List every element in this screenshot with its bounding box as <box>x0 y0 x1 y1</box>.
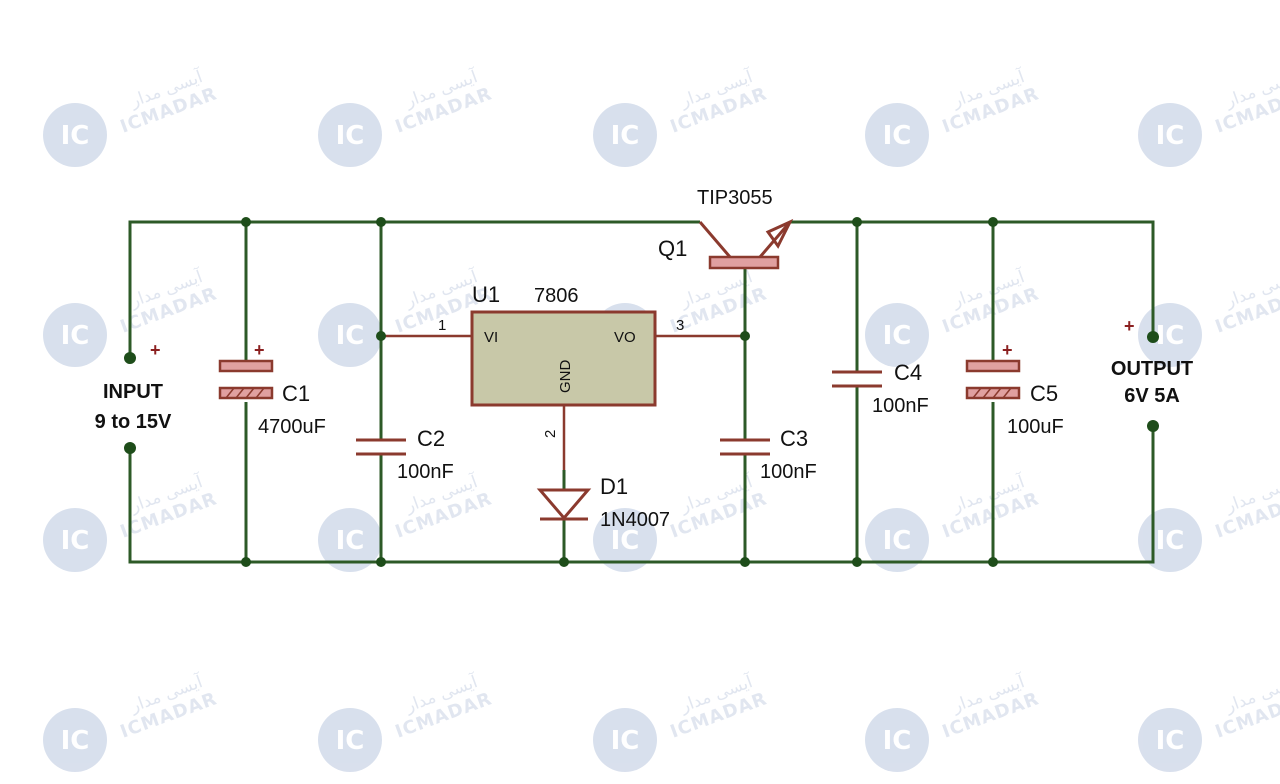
watermark-badge-text: IC <box>336 321 365 351</box>
watermark-badge-text: IC <box>611 726 640 756</box>
watermark-badge-icon <box>593 708 657 772</box>
input-polarity-mark: + <box>150 340 161 360</box>
watermark-badge-icon <box>865 708 929 772</box>
watermark-badge-text: IC <box>883 726 912 756</box>
u1-pin-gnd: GND <box>557 360 574 394</box>
c1-reference: C1 <box>282 381 310 406</box>
watermark-badge-text: IC <box>61 526 90 556</box>
c4-reference: C4 <box>894 360 922 385</box>
watermark-badge-icon <box>318 708 382 772</box>
u1-pin-vo: VO <box>614 329 636 346</box>
output-title: OUTPUT <box>1111 358 1193 380</box>
watermark-badge-icon <box>865 303 929 367</box>
watermark-badge-text: IC <box>1156 726 1185 756</box>
d1-reference: D1 <box>600 474 628 499</box>
diode-d1: D1 1N4007 <box>536 474 670 531</box>
capacitor-c2: C2 100nF <box>356 426 454 483</box>
watermark-badge-icon <box>43 508 107 572</box>
watermark-badge-text: IC <box>1156 121 1185 151</box>
watermark-badge-text: IC <box>1156 526 1185 556</box>
watermark-badge-icon <box>593 103 657 167</box>
u1-pin-vi: VI <box>484 329 498 346</box>
capacitor-c1: + C1 4700uF <box>218 340 326 438</box>
u1-pin3-number: 3 <box>676 317 684 334</box>
watermark-badge-icon <box>593 508 657 572</box>
watermark-badge-text: IC <box>336 526 365 556</box>
q1-reference: Q1 <box>658 236 687 261</box>
q1-part-number: TIP3055 <box>697 187 773 209</box>
capacitor-c5: + C5 100uF <box>965 340 1064 438</box>
capacitor-c4: C4 100nF <box>832 360 929 417</box>
watermark-badge-text: IC <box>883 121 912 151</box>
c5-reference: C5 <box>1030 381 1058 406</box>
output-rating: 6V 5A <box>1124 385 1180 407</box>
watermark-badge-text: IC <box>61 321 90 351</box>
watermark-badge-text: IC <box>611 121 640 151</box>
c3-value: 100nF <box>760 461 817 483</box>
watermark-badge-icon <box>865 508 929 572</box>
input-range: 9 to 15V <box>95 411 172 433</box>
regulator-u1: VI VO GND 1 3 2 U1 7806 <box>381 282 745 470</box>
input-terminal: + INPUT 9 to 15V <box>95 340 172 454</box>
u1-part-number: 7806 <box>534 285 579 307</box>
watermark-badge-text: IC <box>883 321 912 351</box>
watermark-badge-text: IC <box>336 121 365 151</box>
watermark-badge-text: IC <box>1156 321 1185 351</box>
watermark-badge-icon <box>43 303 107 367</box>
c1-polarity-mark: + <box>254 340 265 360</box>
watermark-badge-icon <box>318 303 382 367</box>
input-title: INPUT <box>103 381 163 403</box>
u1-pin2-number: 2 <box>542 430 559 438</box>
c2-reference: C2 <box>417 426 445 451</box>
junctions <box>241 217 998 567</box>
wires <box>128 220 1155 564</box>
watermark-badge-text: IC <box>611 526 640 556</box>
output-terminal: + OUTPUT 6V 5A <box>1111 316 1193 432</box>
c1-value: 4700uF <box>258 416 326 438</box>
watermark-badge-text: IC <box>336 726 365 756</box>
transistor-q1: Q1 TIP3055 <box>658 187 794 270</box>
c5-polarity-mark: + <box>1002 340 1013 360</box>
u1-reference: U1 <box>472 282 500 307</box>
c4-value: 100nF <box>872 395 929 417</box>
output-polarity-mark: + <box>1124 316 1135 336</box>
watermark-badge-icon <box>43 708 107 772</box>
watermark-badge-text: IC <box>61 121 90 151</box>
watermark-badge-text: IC <box>61 726 90 756</box>
c5-value: 100uF <box>1007 416 1064 438</box>
watermark-badge-icon <box>318 508 382 572</box>
c2-value: 100nF <box>397 461 454 483</box>
watermark-badge-text: IC <box>883 526 912 556</box>
d1-part-number: 1N4007 <box>600 509 670 531</box>
watermark-badge-icon <box>318 103 382 167</box>
c3-reference: C3 <box>780 426 808 451</box>
watermark-badge-icon <box>1138 103 1202 167</box>
watermark-badge-icon <box>1138 708 1202 772</box>
watermark-badge-icon <box>43 103 107 167</box>
u1-pin1-number: 1 <box>438 317 446 334</box>
capacitor-c3: C3 100nF <box>720 426 817 483</box>
watermark-badge-icon <box>865 103 929 167</box>
